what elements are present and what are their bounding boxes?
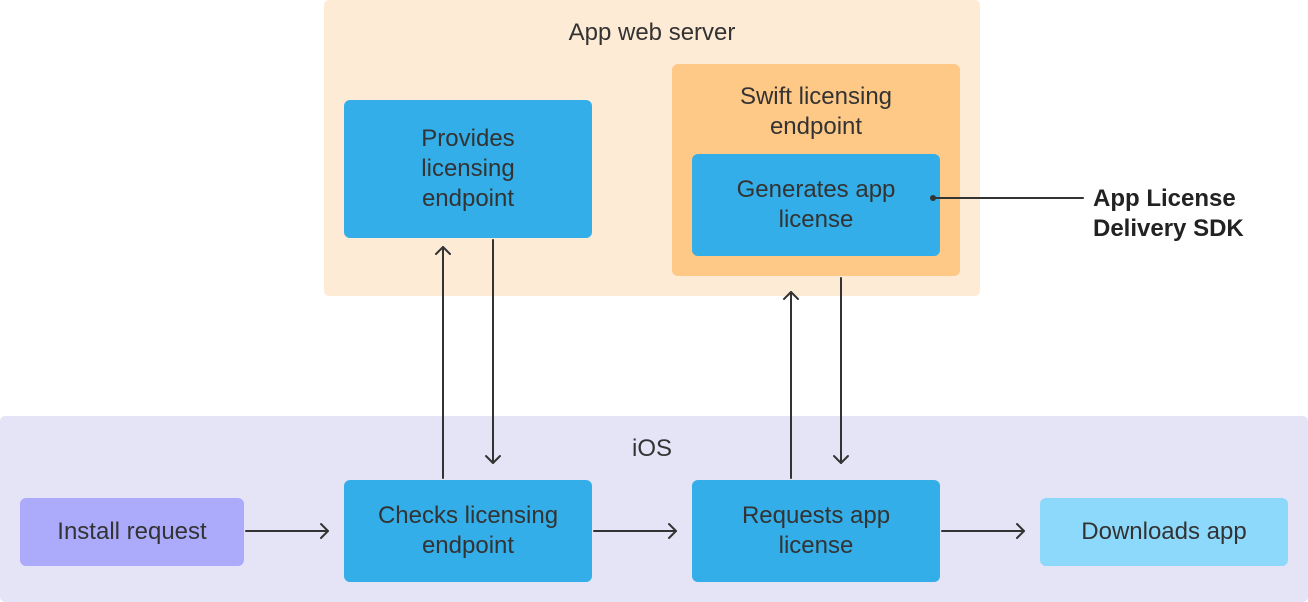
downloads-app-box: Downloads app	[1040, 498, 1288, 566]
arrow-install-to-checks	[245, 523, 329, 539]
swift-licensing-endpoint-title: Swift licensing endpoint	[739, 83, 893, 140]
arrow-requests-to-downloads	[941, 523, 1025, 539]
generates-app-license-box: Generates app license	[692, 154, 940, 256]
checks-licensing-endpoint-box: Checks licensing endpoint	[344, 480, 592, 582]
arrow-requests-to-swift-endpoint	[783, 291, 799, 479]
ios-title: iOS	[631, 435, 672, 462]
arrow-swift-endpoint-to-requests	[833, 277, 849, 464]
arrow-provides-to-checks	[485, 239, 501, 464]
sdk-callout-dot	[930, 195, 936, 201]
app-web-server-title: App web server	[568, 19, 736, 46]
provides-licensing-endpoint-box: Provides licensing endpoint	[344, 100, 592, 238]
arrow-checks-to-requests	[593, 523, 677, 539]
install-request-box: Install request	[20, 498, 244, 566]
requests-app-license-box: Requests app license	[692, 480, 940, 582]
arrow-checks-to-provides	[435, 246, 451, 479]
app-license-delivery-sdk-label: App License Delivery SDK	[1093, 185, 1244, 242]
